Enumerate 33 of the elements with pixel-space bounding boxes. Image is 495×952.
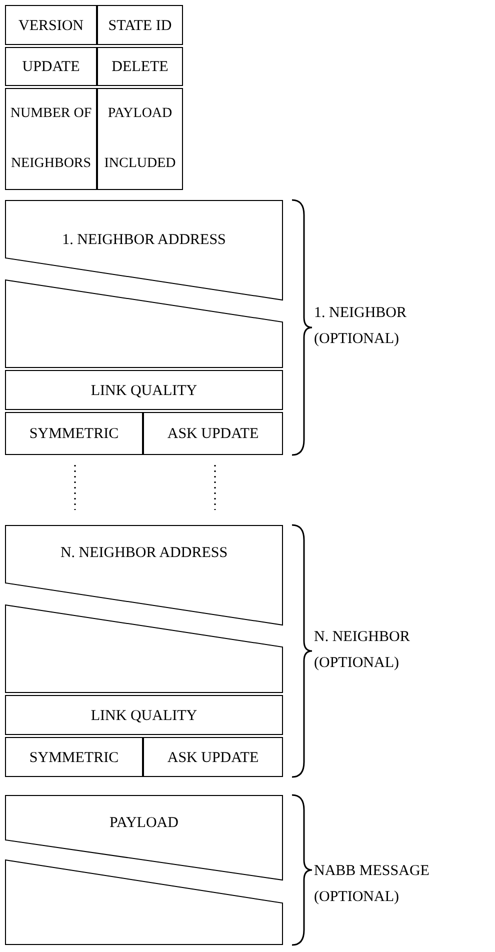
field-label: STATE ID — [107, 17, 173, 36]
field-box — [5, 695, 283, 735]
field-label: PAYLOAD — [108, 814, 180, 833]
field-label: LINK QUALITY — [90, 707, 198, 726]
brace-label: (OPTIONAL) — [314, 889, 399, 906]
field-box — [5, 737, 143, 777]
brace-label: N. NEIGHBOR — [314, 629, 410, 646]
brace-label: 1. NEIGHBOR — [314, 305, 406, 322]
field-label: 1. NEIGHBOR ADDRESS — [61, 231, 227, 250]
field-box — [97, 88, 183, 190]
field-label: ASK UPDATE — [166, 749, 260, 768]
field-box — [5, 370, 283, 410]
field-box — [5, 88, 97, 190]
field-label: VERSION — [17, 17, 84, 36]
field-label: LINK QUALITY — [90, 382, 198, 401]
field-label: SYMMETRIC — [28, 749, 120, 768]
field-box — [143, 412, 283, 455]
field-label: DELETE — [110, 58, 170, 77]
field-label: UPDATE — [21, 58, 81, 77]
field-label: PAYLOAD INCLUDED — [103, 105, 177, 173]
field-label: NUMBER OF NEIGHBORS — [9, 105, 93, 173]
brace-label: NABB MESSAGE — [314, 863, 430, 880]
field-box — [5, 412, 143, 455]
field-box — [5, 47, 97, 86]
field-box — [97, 47, 183, 86]
brace-label: (OPTIONAL) — [314, 655, 399, 672]
field-label: SYMMETRIC — [28, 425, 120, 444]
brace-label: (OPTIONAL) — [314, 331, 399, 348]
field-box — [5, 5, 97, 45]
field-label: N. NEIGHBOR ADDRESS — [59, 544, 229, 563]
field-box — [143, 737, 283, 777]
field-label: ASK UPDATE — [166, 425, 260, 444]
field-box — [97, 5, 183, 45]
